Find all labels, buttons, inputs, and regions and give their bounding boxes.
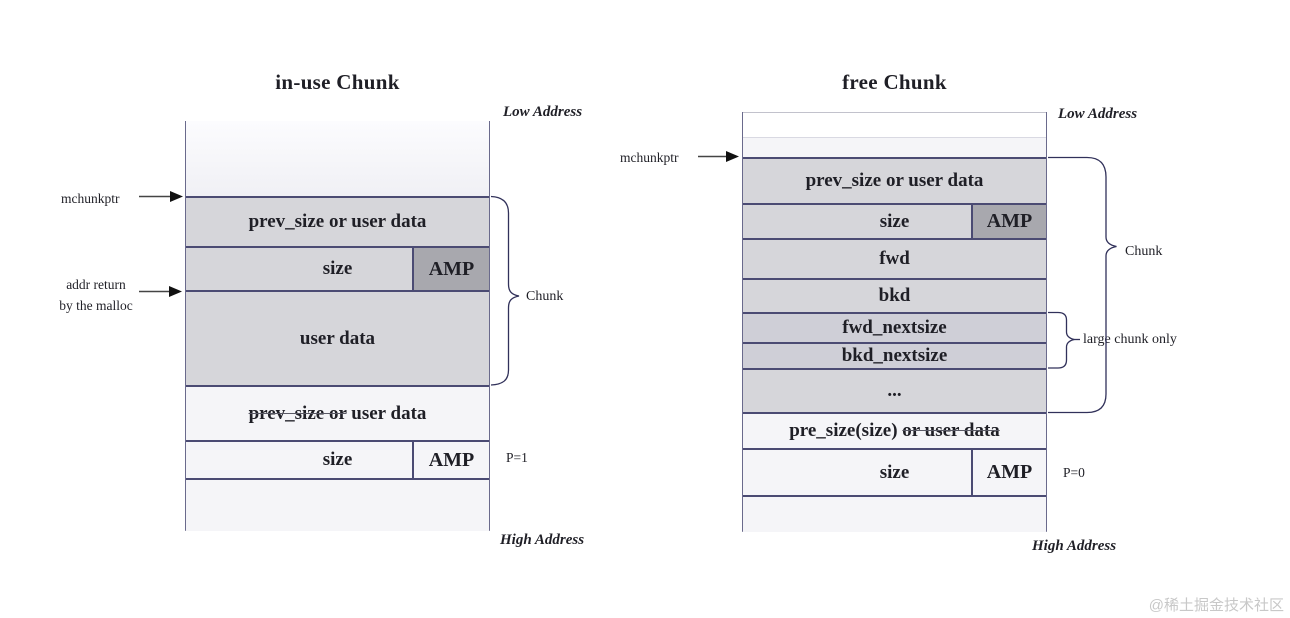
right-row-fwd-nextsize: fwd_nextsize <box>743 312 1046 342</box>
left-low-address-label: Low Address <box>503 104 583 120</box>
right-next-amp-flags-box: AMP <box>971 450 1046 495</box>
left-bottom-spacer <box>186 478 489 531</box>
left-next-amp-flags-box: AMP <box>412 442 489 478</box>
addr-return-line2: by the malloc <box>59 298 133 313</box>
right-chunk-brace-label: Chunk <box>1125 244 1163 259</box>
right-row-fwd: fwd <box>743 238 1046 278</box>
right-amp-flags-box: AMP <box>971 205 1046 238</box>
right-row-size: size AMP <box>743 203 1046 238</box>
left-high-address-label: High Address <box>500 532 585 548</box>
right-row-prev-size: prev_size or user data <box>743 157 1046 203</box>
right-row-next-size: size AMP <box>743 448 1046 495</box>
right-next-prev-plain-text: pre_size(size) <box>789 420 903 441</box>
large-chunk-only-brace <box>1048 311 1080 369</box>
right-row-bkd-nextsize: bkd_nextsize <box>743 342 1046 368</box>
left-row-user-data: user data <box>186 290 489 385</box>
addr-return-label: addr return by the malloc <box>46 274 146 316</box>
right-high-address-label: High Address <box>1032 538 1117 554</box>
left-next-prev-struck-text: prev_size or <box>248 402 347 424</box>
right-row-bkd-nextsize-label: bkd_nextsize <box>841 345 948 366</box>
left-row-prev-size: prev_size or user data <box>186 196 489 246</box>
right-row-size-label: size <box>879 210 910 232</box>
left-row-size-label: size <box>322 258 353 279</box>
right-next-prev-struck-text: or user data <box>902 420 1000 441</box>
left-row-next-size: size AMP <box>186 440 489 478</box>
addr-return-line1: addr return <box>66 277 126 292</box>
large-chunk-only-label: large chunk only <box>1083 332 1177 347</box>
right-row-next-prev-size: pre_size(size) or user data <box>743 412 1046 448</box>
right-row-ellipsis-label: ... <box>887 380 902 401</box>
right-row-fwd-nextsize-label: fwd_nextsize <box>842 317 947 338</box>
right-p-flag: P=0 <box>1063 465 1085 480</box>
watermark: @稀土掘金技术社区 <box>1148 597 1284 614</box>
right-mchunkptr-arrow <box>698 151 739 162</box>
left-amp-flags-box: AMP <box>412 248 489 290</box>
right-top-spacer-white <box>743 112 1046 137</box>
left-row-prev-size-label: prev_size or user data <box>248 211 427 232</box>
right-low-address-label: Low Address <box>1058 106 1138 122</box>
left-row-size: size AMP <box>186 246 489 290</box>
right-row-ellipsis: ... <box>743 368 1046 412</box>
right-row-fwd-label: fwd <box>879 248 910 269</box>
right-top-spacer-light <box>743 137 1046 157</box>
left-mchunkptr-label: mchunkptr <box>61 191 120 206</box>
in-use-chunk-title: in-use Chunk <box>275 70 400 94</box>
left-next-prev-rest-text: user data <box>346 402 427 424</box>
left-chunk-brace <box>490 195 520 386</box>
left-row-next-prev-size: prev_size or user data <box>186 385 489 440</box>
right-row-bkd: bkd <box>743 278 1046 312</box>
right-chunk-brace <box>1048 156 1117 414</box>
left-mchunkptr-arrow <box>139 191 183 202</box>
free-chunk-title: free Chunk <box>842 70 947 94</box>
right-row-next-size-label: size <box>879 461 910 483</box>
right-row-prev-size-label: prev_size or user data <box>805 170 984 191</box>
right-mchunkptr-label: mchunkptr <box>620 150 679 165</box>
right-bottom-spacer <box>743 495 1046 532</box>
left-p-flag: P=1 <box>506 450 528 465</box>
left-chunk-brace-label: Chunk <box>526 289 564 304</box>
free-chunk-memory-box: prev_size or user data size AMP fwd bkd … <box>742 112 1047 532</box>
left-top-spacer <box>186 121 489 196</box>
in-use-chunk-memory-box: prev_size or user data size AMP user dat… <box>185 121 490 531</box>
right-row-bkd-label: bkd <box>878 285 911 306</box>
left-row-next-size-label: size <box>322 449 353 470</box>
left-row-user-data-label: user data <box>299 327 376 349</box>
